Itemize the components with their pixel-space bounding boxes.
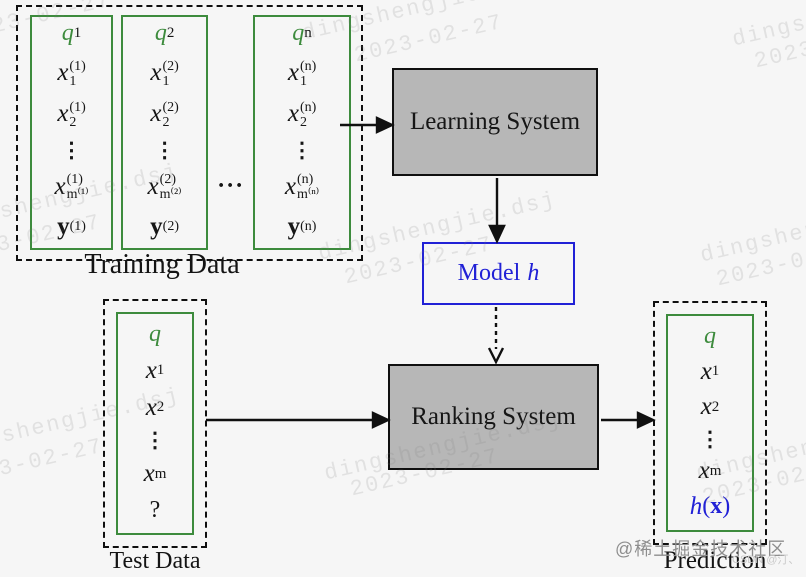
math-item: x(n)2 (287, 99, 317, 130)
vertical-ellipsis: ⋮ (144, 428, 166, 453)
vertical-ellipsis: ⋮ (291, 138, 313, 163)
ranking-system-label: Ranking System (411, 403, 576, 430)
ranking-system-box: Ranking System (388, 364, 599, 470)
math-item: x(1)1 (57, 58, 86, 89)
model-var: h (527, 260, 540, 286)
arrow-ranking-to-prediction (601, 411, 656, 429)
math-item: y(n) (287, 212, 317, 240)
learning-system-box: Learning System (392, 68, 598, 176)
arrow-training-to-learning (340, 116, 395, 134)
model-label: Model (457, 260, 521, 286)
query-header: q (149, 321, 161, 347)
math-item: ? (149, 496, 161, 523)
math-item: x(n)m⁽ⁿ⁾ (284, 172, 320, 203)
math-item: x(n)1 (287, 58, 317, 89)
learning-system-label: Learning System (409, 108, 581, 135)
vertical-ellipsis: ⋮ (699, 426, 721, 451)
vertical-ellipsis: ⋮ (61, 138, 83, 163)
horizontal-ellipsis: ··· (217, 173, 245, 199)
math-item: x(1)m⁽¹⁾ (54, 172, 89, 203)
arrow-learning-to-model (488, 178, 506, 244)
arrow-test-to-ranking (206, 411, 391, 429)
math-item: x(2)m⁽²⁾ (147, 172, 182, 203)
community-watermark: @稀土掘金技术社区 (615, 539, 787, 559)
test-data-label: Test Data (109, 548, 201, 574)
math-item: h(x) (689, 492, 731, 520)
query-header: q (704, 323, 716, 349)
math-item: y(1) (57, 212, 86, 240)
prediction-label: Prediction (663, 547, 767, 574)
math-item: x(1)2 (57, 99, 86, 130)
vertical-ellipsis: ⋮ (154, 138, 176, 163)
training-data-label: Training Data (84, 249, 240, 280)
arrow-model-to-ranking-dashed (487, 307, 505, 365)
math-item: x(2)1 (150, 58, 179, 89)
csdn-watermark: CSDN @汀、 (732, 554, 800, 566)
math-item: x(2)2 (150, 99, 179, 130)
math-item: y(2) (150, 212, 179, 240)
